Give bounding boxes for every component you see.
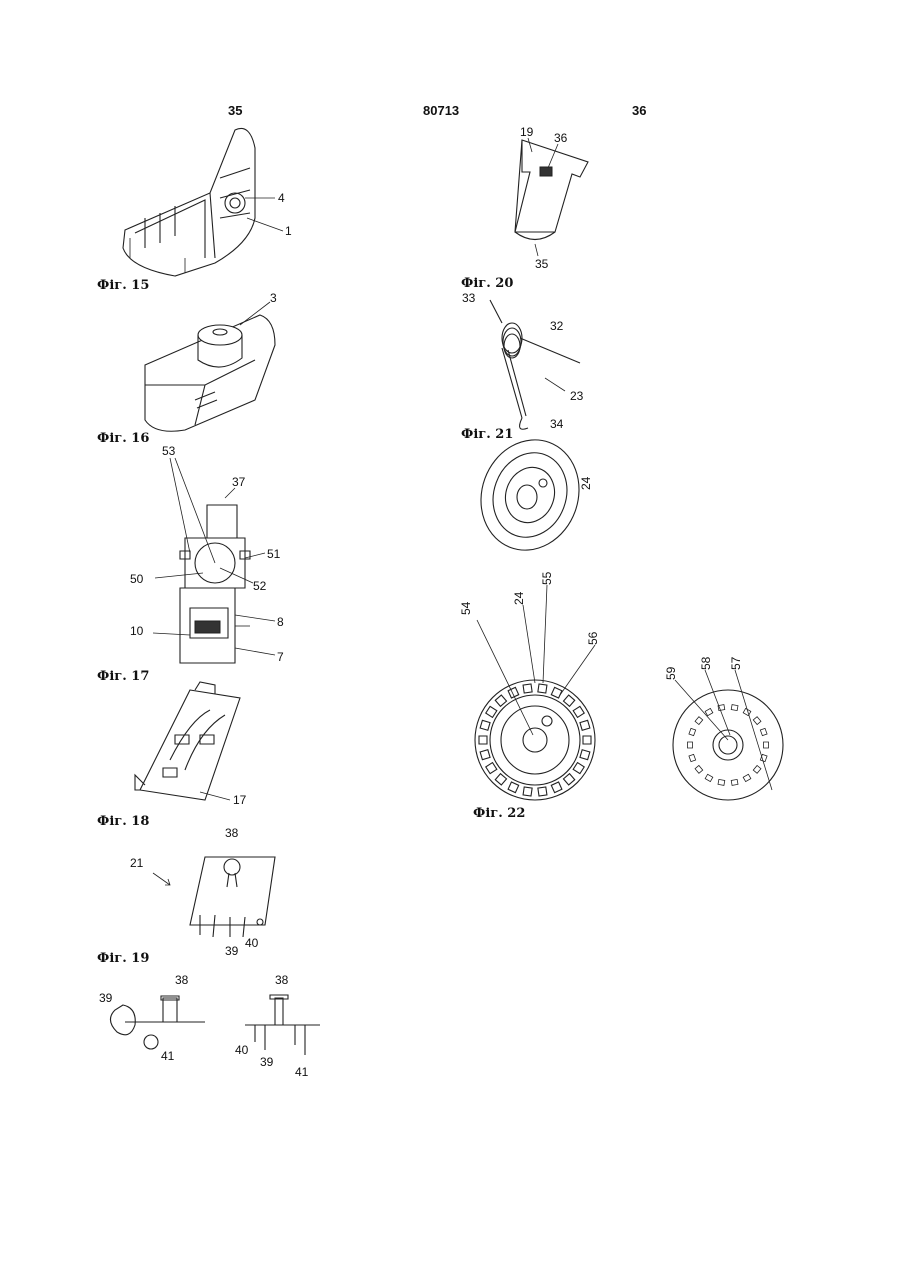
fig19b-right-label-38: 38 xyxy=(275,973,289,987)
fig18-label-17: 17 xyxy=(233,793,247,807)
fig22-label-58: 58 xyxy=(699,656,713,670)
figure-20-drawing: 19 36 35 xyxy=(500,122,610,272)
figure-17-drawing: 53 37 51 50 52 8 10 7 xyxy=(125,443,305,668)
fig17-label-53: 53 xyxy=(162,444,176,458)
page-number-left: 35 xyxy=(228,103,242,118)
fig15-label-4: 4 xyxy=(278,191,285,205)
fig21-label-33: 33 xyxy=(462,291,476,305)
fig21-label-23: 23 xyxy=(570,389,584,403)
figure-22-caption: Фіг. 22 xyxy=(473,806,525,821)
fig19b-right-label-41: 41 xyxy=(295,1065,309,1079)
fig20-label-36: 36 xyxy=(554,131,568,145)
fig19b-left-label-38: 38 xyxy=(175,973,189,987)
fig17-label-37: 37 xyxy=(232,475,246,489)
fig17-label-7: 7 xyxy=(277,650,284,664)
figure-18-drawing: 17 xyxy=(130,680,280,810)
figure-19-drawing: 38 21 40 39 xyxy=(125,825,280,960)
figure-19-side-views: 38 39 41 38 40 39 41 xyxy=(95,970,335,1080)
fig19-label-38: 38 xyxy=(225,826,239,840)
fig21-label-32: 32 xyxy=(550,319,564,333)
fig17-label-10: 10 xyxy=(130,624,144,638)
figure-22-gear-disk: 59 58 57 xyxy=(660,640,800,810)
fig17-label-52: 52 xyxy=(253,579,267,593)
fig20-label-19: 19 xyxy=(520,125,534,139)
fig17-label-8: 8 xyxy=(277,615,284,629)
fig17-label-50: 50 xyxy=(130,572,144,586)
fig19b-left-label-39: 39 xyxy=(99,991,113,1005)
fig22-label-57: 57 xyxy=(729,656,743,670)
fig19b-right-label-39: 39 xyxy=(260,1055,274,1069)
figure-16-drawing: 3 xyxy=(135,290,295,440)
fig22-label-55: 55 xyxy=(540,571,554,585)
fig20-label-35: 35 xyxy=(535,257,549,271)
fig16-label-3: 3 xyxy=(270,291,277,305)
fig19-label-40: 40 xyxy=(245,936,259,950)
figure-22-disk-perspective: 24 xyxy=(475,435,625,565)
fig19b-left-label-41: 41 xyxy=(161,1049,175,1063)
figure-21-drawing: 33 32 23 34 xyxy=(460,288,600,438)
page-number-right: 36 xyxy=(632,103,646,118)
fig22-label-24-top: 24 xyxy=(579,476,593,490)
fig22-label-56: 56 xyxy=(586,631,600,645)
fig19-label-21: 21 xyxy=(130,856,144,870)
fig19-label-39: 39 xyxy=(225,944,239,958)
fig22-label-54: 54 xyxy=(459,601,473,615)
figure-22-disk-front: 54 24 55 56 xyxy=(455,575,625,805)
fig22-label-59: 59 xyxy=(664,666,678,680)
fig17-label-51: 51 xyxy=(267,547,281,561)
fig15-label-1: 1 xyxy=(285,224,292,238)
figure-19-caption: Фіг. 19 xyxy=(97,951,149,966)
patent-number: 80713 xyxy=(423,103,459,118)
fig19b-right-label-40: 40 xyxy=(235,1043,249,1057)
figure-15-drawing: 4 1 xyxy=(115,118,305,283)
fig22-label-24: 24 xyxy=(512,591,526,605)
fig21-label-34: 34 xyxy=(550,417,564,431)
